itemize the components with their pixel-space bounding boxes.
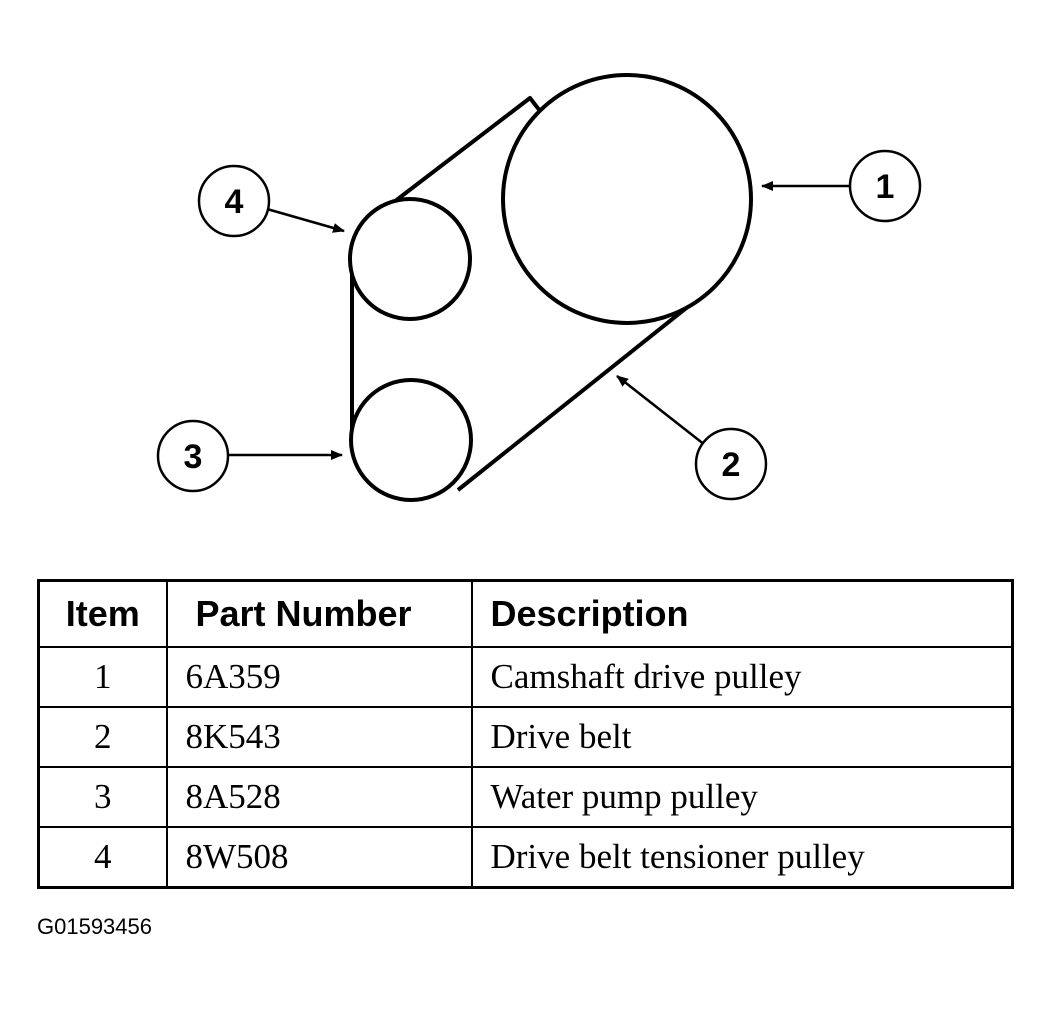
header-part-number: Part Number <box>165 579 473 648</box>
table-row: 4 8W508 Drive belt tensioner pulley <box>37 826 1014 889</box>
cell-description: Camshaft drive pulley <box>470 646 1014 708</box>
figure-id: G01593456 <box>37 914 152 939</box>
cell-item: 1 <box>37 646 168 708</box>
cell-part-number: 6A359 <box>165 646 473 708</box>
callout-2: 2 <box>616 375 768 501</box>
cell-part-number: 8K543 <box>165 706 473 768</box>
cell-item: 3 <box>37 766 168 828</box>
cell-part-number: 8A528 <box>165 766 473 828</box>
cell-part-number: 8W508 <box>165 826 473 889</box>
drive-belt <box>350 96 692 492</box>
camshaft-drive-pulley <box>501 73 753 325</box>
callout-1: 1 <box>761 149 922 223</box>
cell-description: Water pump pulley <box>470 766 1014 828</box>
water-pump-pulley <box>349 378 473 502</box>
cell-item: 2 <box>37 706 168 768</box>
cell-description: Drive belt tensioner pulley <box>470 826 1014 889</box>
table-row: 3 8A528 Water pump pulley <box>37 766 1014 828</box>
header-item: Item <box>37 579 168 648</box>
table-header-row: Item Part Number Description <box>37 579 1014 648</box>
table-row: 1 6A359 Camshaft drive pulley <box>37 646 1014 708</box>
table-row: 2 8K543 Drive belt <box>37 706 1014 768</box>
drive-belt-tensioner-pulley <box>348 197 472 321</box>
cell-description: Drive belt <box>470 706 1014 768</box>
cell-item: 4 <box>37 826 168 889</box>
callout-4: 4 <box>197 164 345 238</box>
callout-3-label: 3 <box>184 438 203 476</box>
parts-table: Item Part Number Description 1 6A359 Cam… <box>37 579 1014 889</box>
belt-routing-diagram: 1 2 3 4 <box>156 73 922 502</box>
callout-4-label: 4 <box>225 183 244 221</box>
header-description: Description <box>470 579 1014 648</box>
callout-3: 3 <box>156 419 343 493</box>
callout-1-label: 1 <box>876 168 895 206</box>
callout-2-label: 2 <box>722 446 741 484</box>
